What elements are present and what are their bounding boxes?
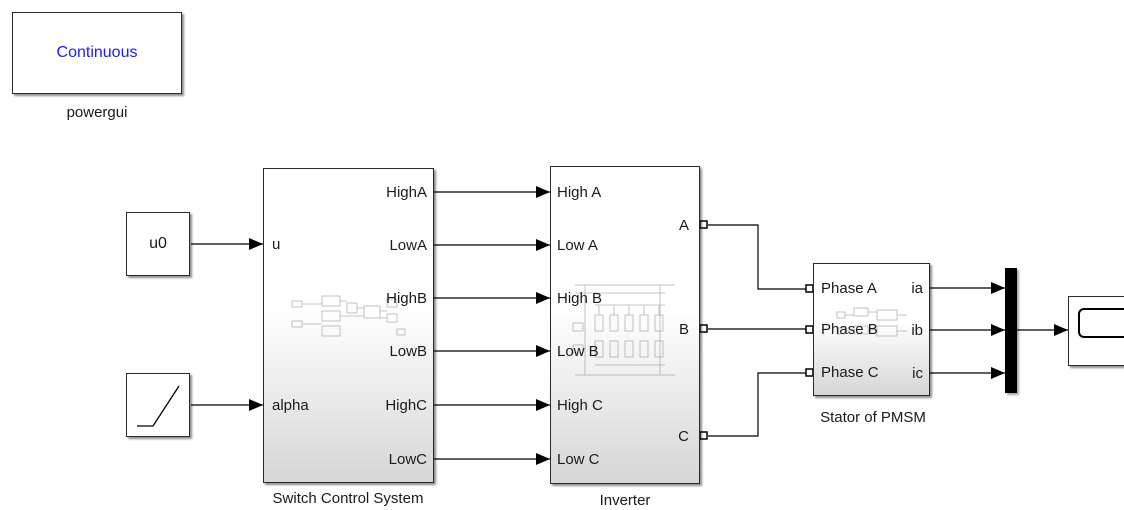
- inverter-thumbnail-icon: [572, 284, 675, 376]
- constant-label: u0: [149, 235, 167, 252]
- port-out-c: C: [678, 428, 689, 445]
- port-low-c: Low C: [557, 451, 600, 468]
- port-higha: HighA: [386, 184, 427, 201]
- port-low-a: Low A: [557, 237, 598, 254]
- powergui-caption: powergui: [66, 104, 128, 121]
- port-inverter-b: [699, 324, 708, 333]
- port-highb: HighB: [386, 290, 427, 307]
- switch-control-caption: Switch Control System: [272, 490, 424, 507]
- ramp-icon: [137, 385, 180, 427]
- constant-block[interactable]: u0: [126, 212, 190, 276]
- port-ia: ia: [911, 280, 923, 297]
- port-lowc: LowC: [388, 451, 427, 468]
- port-out-b: B: [678, 321, 689, 338]
- ramp-block[interactable]: [126, 373, 190, 437]
- port-out-a: A: [678, 217, 689, 234]
- inverter-block[interactable]: High A Low A High B Low B High C Low C A…: [550, 166, 700, 484]
- port-inverter-a: [699, 220, 708, 229]
- subsystem-thumbnail-icon: [291, 295, 406, 337]
- mux-bar[interactable]: [1005, 268, 1017, 393]
- port-high-a: High A: [557, 184, 602, 201]
- wire-phase-a: [708, 224, 806, 290]
- port-phase-b: Phase B: [821, 321, 878, 338]
- port-highc: HighC: [385, 397, 427, 414]
- port-stator-c: [805, 368, 814, 377]
- port-phase-a: Phase A: [821, 280, 877, 297]
- port-lowb: LowB: [389, 343, 427, 360]
- port-stator-b: [805, 325, 814, 334]
- port-inverter-c: [699, 431, 708, 440]
- stator-block[interactable]: Phase A Phase B Phase C ia ib ic: [813, 263, 930, 396]
- stator-thumbnail-icon: [836, 307, 907, 337]
- port-lowa: LowA: [389, 237, 427, 254]
- port-low-b: Low B: [557, 343, 599, 360]
- powergui-block[interactable]: Continuous: [12, 12, 182, 94]
- port-phase-c: Phase C: [821, 364, 879, 381]
- port-ic: ic: [912, 365, 923, 382]
- wire-phase-c: [708, 372, 806, 437]
- powergui-display: Continuous: [56, 44, 138, 61]
- scope-icon: [1078, 308, 1124, 338]
- port-alpha: alpha: [272, 397, 309, 414]
- switch-control-block[interactable]: u alpha HighA LowA HighB LowB HighC LowC: [263, 168, 434, 483]
- inverter-caption: Inverter: [599, 492, 651, 509]
- port-u: u: [272, 236, 281, 253]
- port-high-b: High B: [557, 290, 603, 307]
- port-stator-a: [805, 284, 814, 293]
- port-ib: ib: [911, 322, 923, 339]
- stator-caption: Stator of PMSM: [820, 409, 926, 426]
- port-high-c: High C: [557, 397, 603, 414]
- scope-block[interactable]: [1068, 296, 1124, 366]
